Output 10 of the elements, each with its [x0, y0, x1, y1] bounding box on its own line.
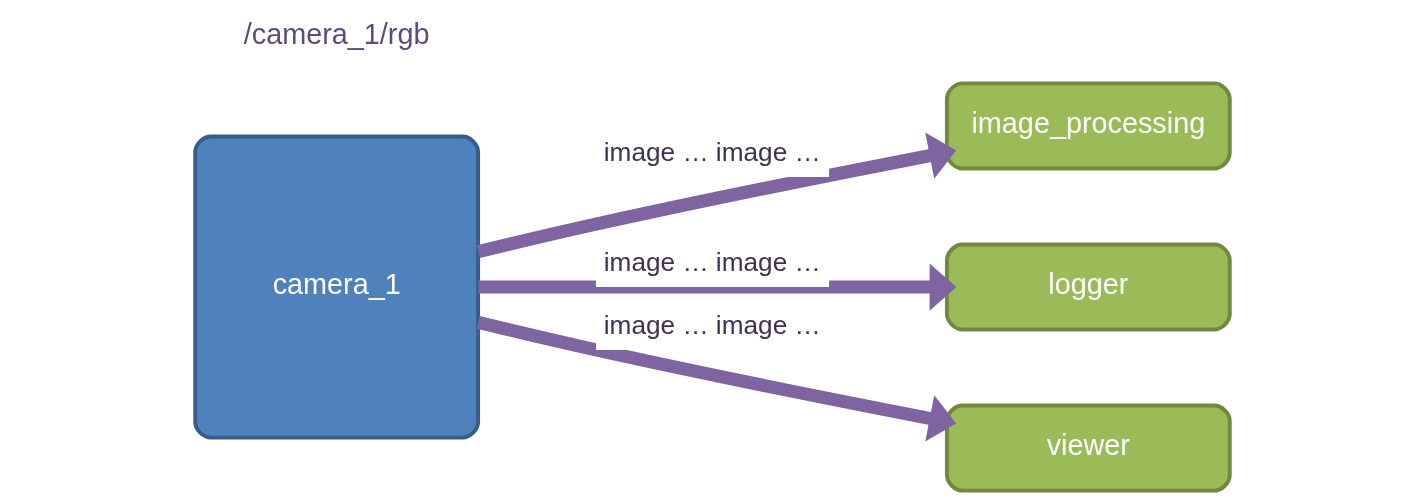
node-box: logger	[944, 242, 1232, 332]
arrow	[476, 316, 956, 442]
edge-label: image … image …	[603, 247, 821, 278]
arrow	[477, 263, 957, 311]
node-box: camera_1	[192, 134, 480, 440]
label: /camera_1/rgb	[243, 18, 430, 51]
node-box: viewer	[944, 403, 1232, 493]
edge-label: image … image …	[603, 310, 821, 341]
node-box: image_processing	[944, 81, 1232, 171]
edge-label: image … image …	[603, 137, 821, 168]
